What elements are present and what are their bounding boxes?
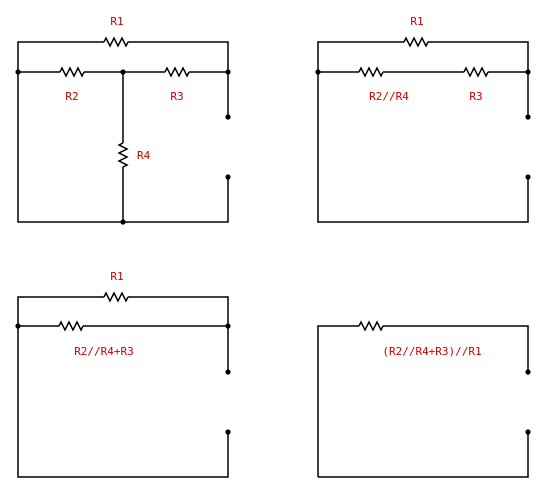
wire xyxy=(317,325,529,477)
label-r2-parallel-r4-plus-r3: R2//R4+R3 xyxy=(74,345,134,358)
wire xyxy=(318,432,529,478)
resistor-r2-parallel-r4-plus-r3 xyxy=(58,320,84,332)
circuit-panel-step-3: (R2//R4+R3)//R1 xyxy=(317,320,531,478)
wire xyxy=(17,326,229,478)
wire xyxy=(317,41,529,117)
terminal-node xyxy=(525,429,531,435)
circuit-panel-step-1: R1 R2//R4 R3 xyxy=(315,15,531,223)
junction-node xyxy=(315,69,321,75)
label-r2: R2 xyxy=(65,90,78,103)
resistor-r2 xyxy=(59,66,85,78)
terminal-node xyxy=(225,174,231,180)
terminal-node xyxy=(525,114,531,120)
label-r1: R1 xyxy=(410,15,423,28)
junction-node xyxy=(120,69,126,75)
terminal-node xyxy=(225,369,231,375)
label-r2-parallel-r4: R2//R4 xyxy=(369,90,409,103)
terminal-node xyxy=(225,114,231,120)
label-r3: R3 xyxy=(469,90,482,103)
resistor-r1 xyxy=(103,36,129,48)
terminal-node xyxy=(525,174,531,180)
resistor-r4 xyxy=(117,142,129,168)
label-r1: R1 xyxy=(110,15,123,28)
resistor-r3 xyxy=(463,66,489,78)
wire xyxy=(17,41,229,117)
resistor-equivalent xyxy=(358,320,384,332)
resistor-r1 xyxy=(403,36,429,48)
label-r3: R3 xyxy=(170,90,183,103)
circuit-panel-original: R1 R2 R3 R4 xyxy=(15,15,231,225)
label-equivalent-resistance: (R2//R4+R3)//R1 xyxy=(382,345,481,358)
circuit-panel-step-2: R1 R2//R4+R3 xyxy=(15,270,231,478)
terminal-node xyxy=(525,369,531,375)
resistor-r2-parallel-r4 xyxy=(358,66,384,78)
junction-node xyxy=(225,323,231,329)
wire xyxy=(317,72,529,223)
resistor-r3 xyxy=(164,66,190,78)
junction-node xyxy=(15,69,21,75)
wire xyxy=(17,296,229,372)
resistor-r1 xyxy=(103,291,129,303)
junction-node xyxy=(120,219,126,225)
terminal-node xyxy=(225,429,231,435)
junction-node xyxy=(15,323,21,329)
label-r1: R1 xyxy=(110,270,123,283)
junction-node xyxy=(225,69,231,75)
junction-node xyxy=(525,69,531,75)
label-r4: R4 xyxy=(137,149,151,162)
